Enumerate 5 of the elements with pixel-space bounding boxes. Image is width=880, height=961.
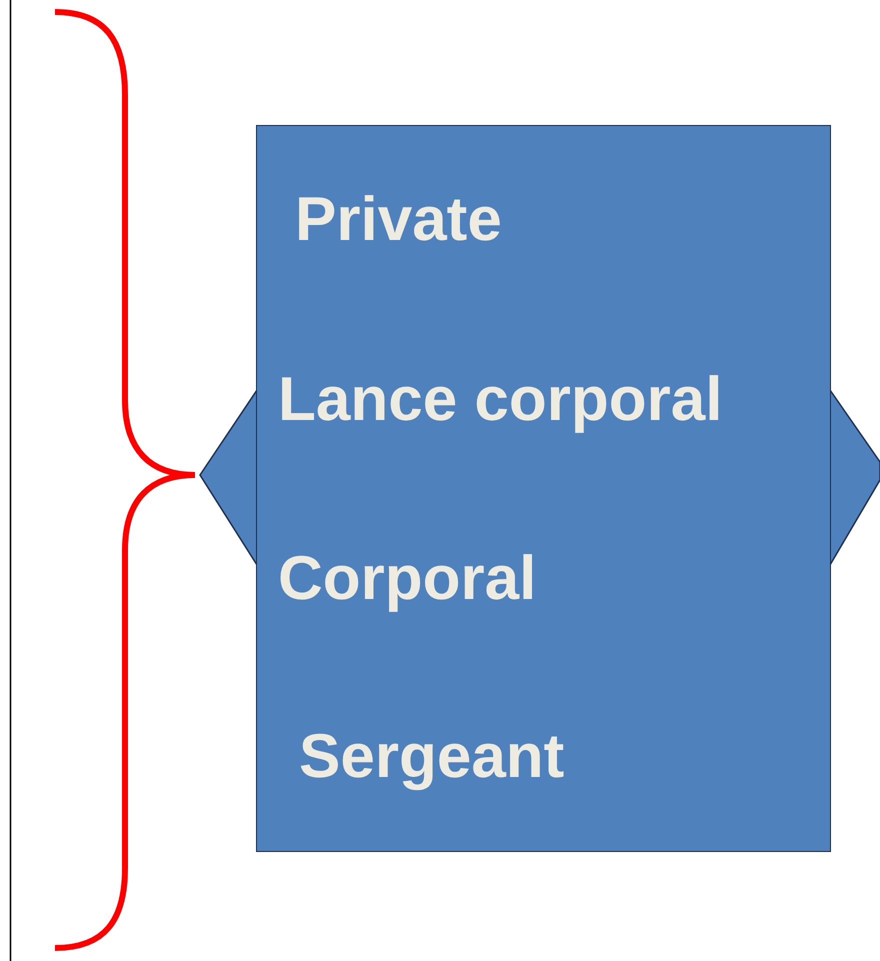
rank-label: Private [295, 184, 502, 256]
rank-label: Sergeant [299, 721, 564, 793]
rank-box [256, 125, 831, 852]
rank-label: Lance corporal [278, 364, 722, 436]
rank-label: Corporal [278, 543, 536, 615]
